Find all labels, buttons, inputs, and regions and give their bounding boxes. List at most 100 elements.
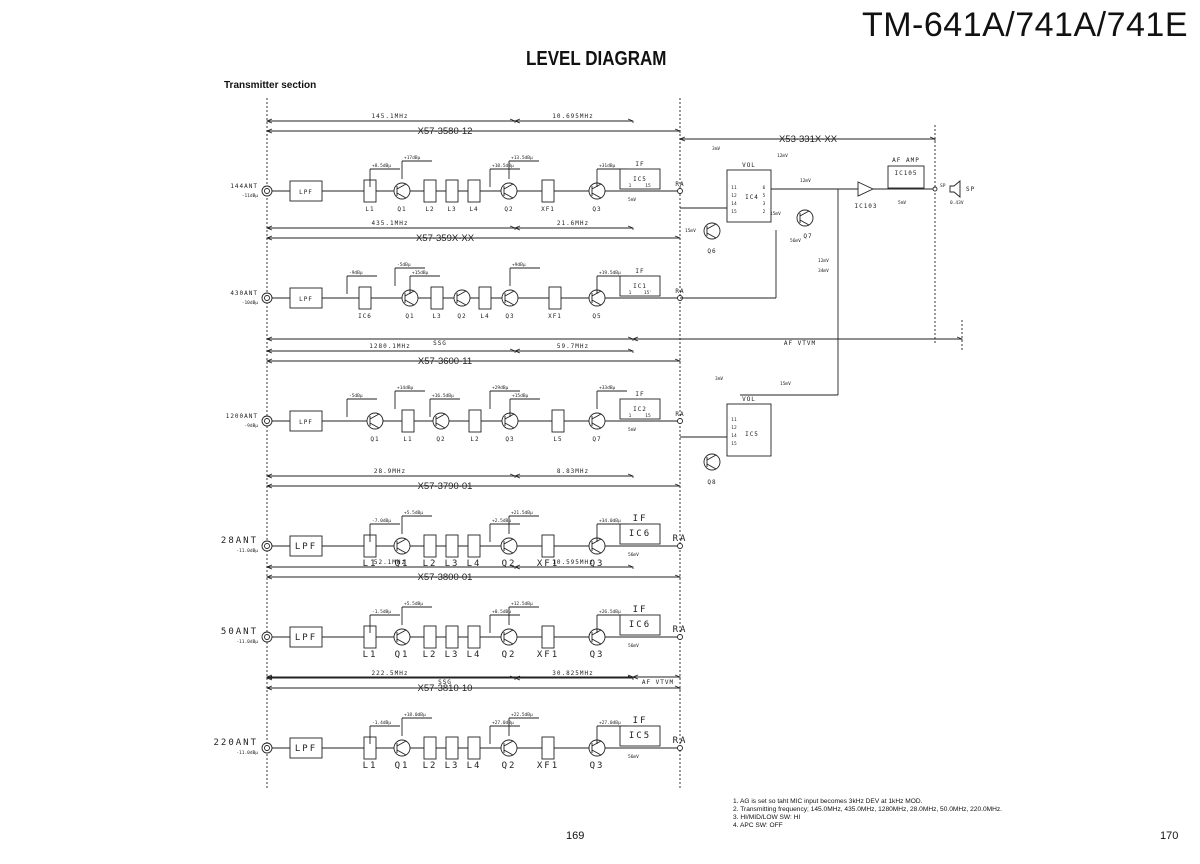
transistor-emitter bbox=[404, 299, 415, 306]
stage-label: L3 bbox=[447, 206, 456, 213]
level-readout: 12mV bbox=[777, 153, 788, 159]
stage-label: L5 bbox=[553, 436, 562, 443]
if-ic-label: IC6 bbox=[629, 620, 651, 630]
stage-label: L1 bbox=[363, 761, 378, 771]
arrowhead-left bbox=[513, 118, 521, 124]
antenna-level: -11dBμ bbox=[242, 193, 259, 199]
transistor-collector bbox=[396, 629, 407, 636]
if-pin-label: 15 bbox=[645, 183, 651, 189]
if-pin-label: 1 bbox=[629, 413, 632, 419]
if-ic-block bbox=[619, 275, 661, 297]
filter-block bbox=[445, 736, 459, 760]
antenna-connector-inner bbox=[264, 634, 270, 640]
ra-node bbox=[677, 745, 683, 751]
antenna-label: 430ANT bbox=[230, 290, 258, 297]
arrowhead-left bbox=[265, 473, 273, 479]
arrowhead-left bbox=[265, 336, 273, 342]
ic4-label: IC4 bbox=[745, 194, 759, 201]
transistor-collector bbox=[503, 740, 514, 747]
filter-block bbox=[467, 625, 481, 649]
rf-frequency: 435.1MHz bbox=[372, 220, 409, 227]
arrowhead-right bbox=[674, 483, 681, 488]
if-frequency: 10.595MHz bbox=[552, 559, 594, 566]
transistor-collector bbox=[435, 413, 446, 420]
stage-label: L2 bbox=[470, 436, 479, 443]
transistor-emitter bbox=[504, 299, 515, 306]
note: 4. APC SW: OFF bbox=[733, 822, 783, 829]
ra-label: RA bbox=[673, 736, 688, 746]
stage-label: Q2 bbox=[502, 650, 517, 660]
if-label: IF bbox=[635, 268, 644, 275]
transistor-emitter bbox=[503, 192, 514, 199]
board-label: X57-3600-11 bbox=[418, 356, 472, 367]
transistor-emitter bbox=[706, 463, 717, 470]
if-ic-block bbox=[619, 398, 661, 420]
stage-label: L2 bbox=[423, 761, 438, 771]
ic-pin-label: 3 bbox=[763, 201, 766, 207]
antenna-connector-inner bbox=[264, 295, 270, 301]
if-label: IF bbox=[633, 514, 648, 524]
arrowhead-left bbox=[513, 564, 521, 570]
transistor-collector bbox=[504, 413, 515, 420]
filter-block bbox=[468, 409, 482, 433]
arrowhead-left bbox=[265, 685, 273, 691]
transistor-collector bbox=[591, 629, 602, 636]
arrowhead-right bbox=[627, 225, 634, 230]
ra-label: RA bbox=[675, 181, 684, 188]
filter-block bbox=[423, 625, 437, 649]
stage-label: Q2 bbox=[504, 206, 513, 213]
level-label: +13.5dBμ bbox=[511, 155, 533, 161]
stage-label: L4 bbox=[467, 559, 482, 569]
if-ic-label: IC5 bbox=[629, 731, 651, 741]
ra-label: RA bbox=[673, 534, 688, 544]
if-ic-label: IC1 bbox=[633, 283, 647, 290]
arrowhead-left bbox=[265, 574, 273, 580]
level-label: -7.0dBμ bbox=[372, 518, 391, 524]
stage-label: Q3 bbox=[505, 313, 514, 320]
q8-label: Q8 bbox=[707, 479, 716, 486]
transistor-q6-icon bbox=[703, 222, 721, 240]
filter-block bbox=[430, 286, 444, 310]
stage-label: Q2 bbox=[457, 313, 466, 320]
ic5-block bbox=[726, 403, 772, 457]
level-label: +17dBμ bbox=[404, 155, 421, 161]
transistor-icon bbox=[366, 412, 384, 430]
stage-label: Q5 bbox=[592, 313, 601, 320]
lpf-block bbox=[289, 535, 323, 557]
if-ic-label: IC5 bbox=[633, 176, 647, 183]
level-readout: 5mV bbox=[898, 200, 906, 206]
level-label: +26.5dBμ bbox=[599, 609, 621, 615]
if-out-level: 56mV bbox=[628, 643, 639, 649]
level-label: +18.0dBμ bbox=[404, 712, 426, 718]
stage-label: L1 bbox=[363, 650, 378, 660]
rf-frequency: 28.9MHz bbox=[374, 468, 406, 475]
level-label: +5.5dBμ bbox=[404, 601, 423, 607]
level-readout: 0.43V bbox=[950, 200, 964, 206]
level-label: +33dBμ bbox=[599, 385, 616, 391]
transistor-collector bbox=[369, 413, 380, 420]
if-out-level: 56mV bbox=[628, 552, 639, 558]
transistor-icon bbox=[500, 628, 518, 646]
lpf-label: LPF bbox=[299, 419, 313, 426]
if-pin-label: 1 bbox=[629, 183, 632, 189]
stage-label: Q3 bbox=[505, 436, 514, 443]
sp-node bbox=[932, 186, 938, 192]
transistor-emitter bbox=[396, 638, 407, 645]
arrowhead-right bbox=[956, 336, 963, 341]
ic-pin-label: 11 bbox=[731, 185, 737, 191]
level-label: +2.5dBμ bbox=[492, 518, 511, 524]
if-ic-block bbox=[619, 168, 661, 190]
ic105-label: IC105 bbox=[894, 170, 917, 177]
ra-node bbox=[677, 634, 683, 640]
filter-block bbox=[445, 179, 459, 203]
level-readout: 3mV bbox=[712, 146, 720, 152]
level-readout: 15mV bbox=[780, 381, 791, 387]
stage-label: Q1 bbox=[397, 206, 406, 213]
stage-label: Q3 bbox=[590, 761, 605, 771]
transistor-collector bbox=[396, 740, 407, 747]
note: 1. AG is set so taht MIC input becomes 3… bbox=[733, 798, 923, 805]
arrowhead-left bbox=[513, 225, 521, 231]
lpf-label: LPF bbox=[295, 744, 317, 754]
stage-label: L2 bbox=[423, 559, 438, 569]
